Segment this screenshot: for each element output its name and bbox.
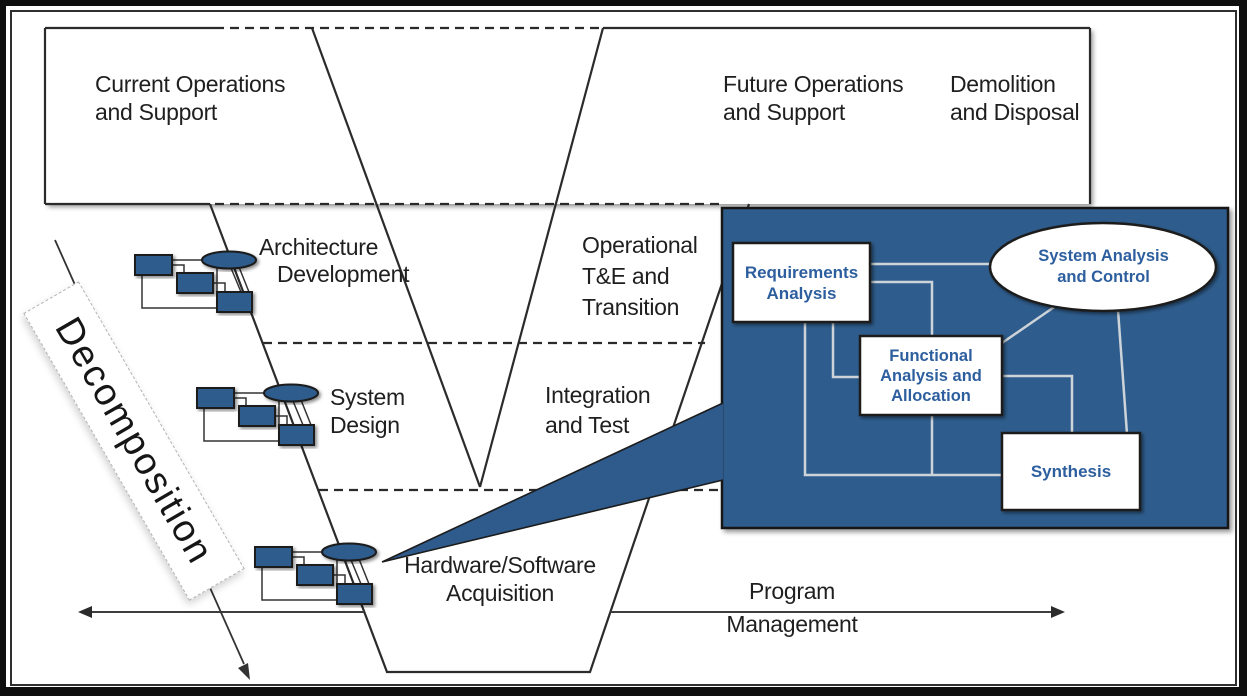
left-arrowhead xyxy=(78,606,92,618)
cluster-architecture xyxy=(135,252,256,313)
label-hw-sw-acquisition: Hardware/Software Acquisition xyxy=(404,552,596,606)
label-future-operations: Future Operations and Support xyxy=(723,71,904,125)
top-band-border xyxy=(43,26,1092,206)
requirements-analysis-box xyxy=(731,241,872,324)
synthesis-label: Synthesis xyxy=(1030,461,1112,481)
label-architecture-development: Architecture Development xyxy=(259,234,410,287)
decomposition-arrowhead xyxy=(238,663,250,680)
label-program: Program xyxy=(748,578,836,604)
label-integration-test: Integration and Test xyxy=(545,382,651,438)
cluster-hw-sw xyxy=(255,544,376,605)
synthesis-box xyxy=(1000,431,1142,512)
label-current-operations: Current Operations and Support xyxy=(95,71,286,125)
label-demolition-disposal: Demolition and Disposal xyxy=(950,71,1080,125)
right-arrowhead xyxy=(1051,606,1065,618)
label-system-design: System Design xyxy=(330,384,405,438)
program-management-line xyxy=(78,606,1065,618)
label-management: Management xyxy=(726,611,858,637)
cluster-system-design xyxy=(197,385,318,446)
wedge-callout xyxy=(381,402,724,563)
label-operational-te-transition: Operational T&E and Transition xyxy=(582,232,698,320)
requirements-analysis-label: Requirements Analysis xyxy=(744,262,859,303)
panel-connectors xyxy=(803,262,1129,477)
system-analysis-ellipse xyxy=(988,221,1218,313)
top-band-rect xyxy=(45,28,1090,204)
functional-allocation-box xyxy=(858,334,1004,417)
system-analysis-control-label: System Analysis and Control xyxy=(1038,247,1169,286)
functional-allocation-label: Functional Analysis and Allocation xyxy=(880,346,982,405)
